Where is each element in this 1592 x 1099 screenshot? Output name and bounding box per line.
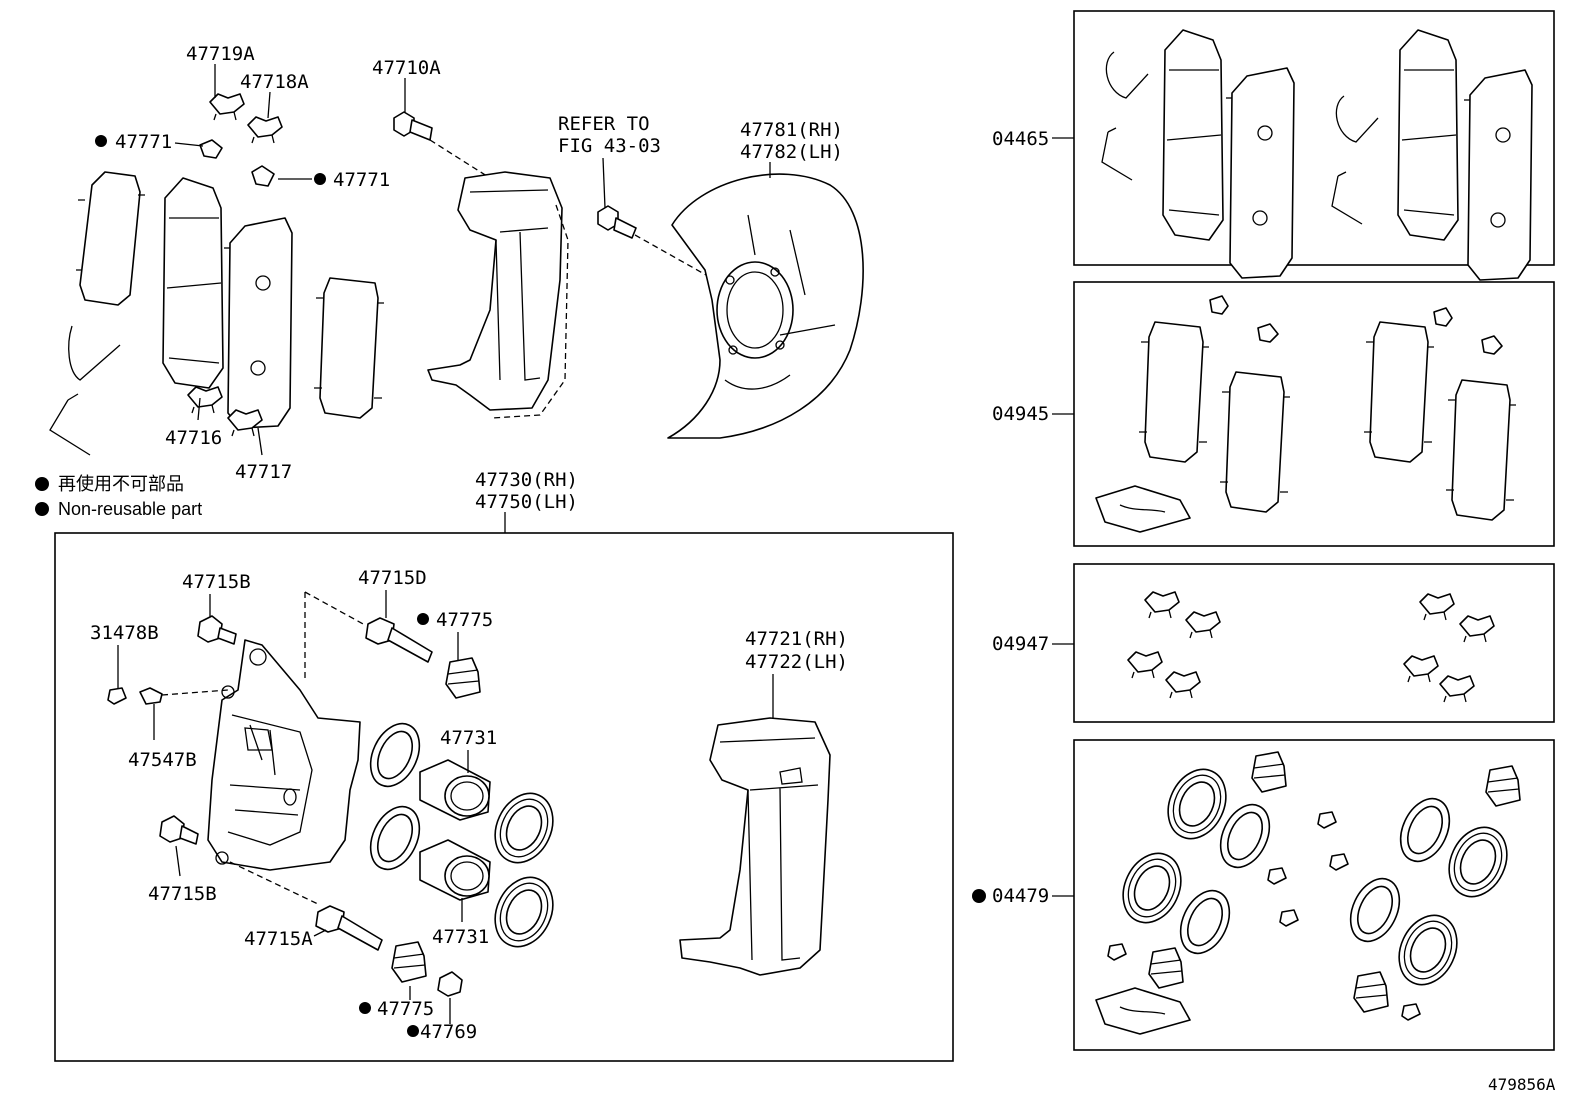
label-47781: 47781(RH) — [740, 119, 843, 141]
label-47715D: 47715D — [358, 567, 427, 589]
label-47547B: 47547B — [128, 749, 197, 771]
cylinder-kit-contents[interactable] — [1095, 751, 1521, 1035]
shim-kit-contents[interactable] — [1095, 295, 1517, 533]
label-47771-b: 47771 — [333, 169, 390, 191]
piston-seal-bottom[interactable] — [360, 797, 430, 879]
slide-bushing-boot-bottom[interactable] — [391, 941, 427, 983]
label-47769: 47769 — [420, 1021, 477, 1043]
label-47710A: 47710A — [372, 57, 441, 79]
label-47721: 47721(RH) — [745, 628, 848, 650]
legend-jp: 再使用不可部品 — [58, 474, 184, 494]
figure-id: 479856A — [1488, 1075, 1556, 1094]
brake-pad-outer[interactable] — [223, 217, 293, 429]
cylinder-boot-top[interactable] — [483, 783, 565, 873]
label-47715B-bot: 47715B — [148, 883, 217, 905]
disc-brake-dust-cover[interactable] — [667, 173, 864, 439]
slide-pin-a[interactable] — [315, 905, 383, 951]
dust-cover-bolt[interactable] — [597, 205, 637, 239]
non-reusable-bullet — [407, 1025, 419, 1037]
anti-squeal-shim-outer[interactable] — [79, 171, 141, 306]
non-reusable-bullet — [359, 1002, 371, 1014]
caliper-mounting-bolt-top[interactable] — [393, 111, 433, 141]
label-47717: 47717 — [235, 461, 292, 483]
label-47715B-top: 47715B — [182, 571, 251, 593]
pad-support-plate-d[interactable] — [227, 409, 263, 437]
bleeder-cap[interactable] — [437, 971, 463, 997]
caliper-assembly-box — [54, 532, 954, 1062]
bleeder-plug[interactable] — [139, 687, 163, 705]
pad-assembly-group — [49, 93, 385, 456]
cylinder-piston-bottom[interactable] — [419, 839, 491, 901]
caliper-mounting-bracket-box[interactable] — [679, 717, 831, 976]
piston-seal-top[interactable] — [360, 714, 430, 796]
label-31478B: 31478B — [90, 622, 159, 644]
label-47775-bot: 47775 — [377, 998, 434, 1020]
anti-squeal-shim-inner[interactable] — [313, 277, 385, 419]
label-47750: 47750(LH) — [475, 491, 578, 513]
kit-label-04945: 04945 — [992, 403, 1049, 425]
label-47782: 47782(LH) — [740, 141, 843, 163]
pad-support-plate-b[interactable] — [247, 116, 283, 144]
slide-pin-d[interactable] — [365, 617, 433, 663]
cylinder-boot-bottom[interactable] — [483, 867, 565, 957]
label-47730: 47730(RH) — [475, 469, 578, 491]
label-47719A: 47719A — [186, 43, 255, 65]
label-47731-bot: 47731 — [432, 926, 489, 948]
kit-label-04479: 04479 — [992, 885, 1049, 907]
kit-box-04947 — [1073, 563, 1555, 723]
label-47715A: 47715A — [244, 928, 313, 950]
pad-guide-clip-right[interactable] — [251, 165, 275, 187]
label-47775-top: 47775 — [436, 609, 493, 631]
label-47722: 47722(LH) — [745, 651, 848, 673]
slide-bushing-boot-top[interactable] — [445, 657, 481, 699]
legend-en: Non-reusable part — [58, 499, 202, 519]
kit-label-04947: 04947 — [992, 633, 1049, 655]
label-47718A: 47718A — [240, 71, 309, 93]
bushing-bolt-bottom[interactable] — [159, 815, 199, 845]
label-47771-a: 47771 — [115, 131, 172, 153]
non-reusable-bullet — [95, 135, 107, 147]
caliper-cylinder-body[interactable] — [207, 639, 361, 871]
legend-bullet-jp — [35, 477, 49, 491]
support-plate-kit-contents[interactable] — [1127, 591, 1495, 703]
kit-label-04465: 04465 — [992, 128, 1049, 150]
kit-box-04479 — [1073, 739, 1555, 1051]
brake-pad-inner[interactable] — [162, 177, 224, 389]
cylinder-piston-top[interactable] — [419, 759, 491, 821]
label-47731-top: 47731 — [440, 727, 497, 749]
refer-to-line1: REFER TO — [558, 113, 650, 135]
non-reusable-bullet — [314, 173, 326, 185]
label-47716: 47716 — [165, 427, 222, 449]
pad-guide-clip-top[interactable] — [199, 139, 223, 159]
non-reusable-bullet — [972, 889, 986, 903]
pad-support-plate-c[interactable] — [187, 386, 223, 414]
bushing-bolt-top[interactable] — [197, 615, 237, 645]
pad-wear-indicator-spring[interactable] — [68, 325, 121, 381]
disc-brake-cylinder-mounting-bracket[interactable] — [427, 171, 569, 419]
bleeder-plug-cap[interactable] — [107, 687, 127, 705]
pad-kit-contents[interactable] — [1101, 29, 1533, 281]
non-reusable-bullet — [417, 613, 429, 625]
refer-to-line2: FIG 43-03 — [558, 135, 661, 157]
legend-bullet-en — [35, 502, 49, 516]
